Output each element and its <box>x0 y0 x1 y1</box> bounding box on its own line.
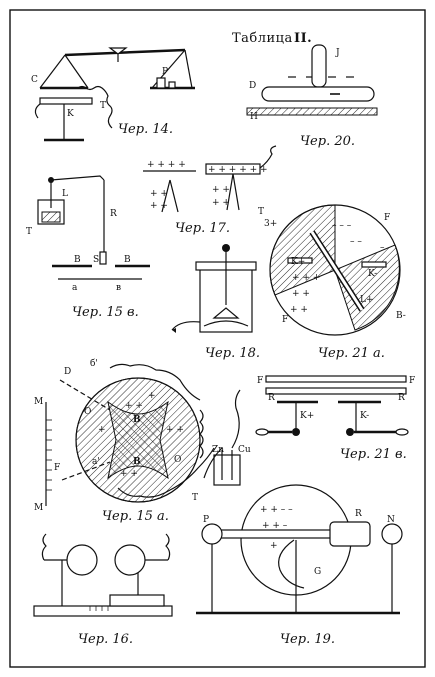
label-h: H <box>250 112 258 122</box>
svg-text:–: – <box>380 243 385 253</box>
label-b-prime: б' <box>90 358 98 369</box>
title-number: II. <box>294 31 312 46</box>
label-d: D <box>249 81 256 91</box>
figure-14-caption: Чер. 14. <box>118 122 173 137</box>
figure-17-caption: Чер. 17. <box>175 221 230 236</box>
label-g: G <box>314 567 321 577</box>
label-m-bottom: M <box>34 503 43 513</box>
svg-text:+ + – –: + + – – <box>260 505 293 515</box>
label-d: D <box>64 367 71 377</box>
svg-text:+: + <box>270 541 278 551</box>
label-n: N <box>387 515 395 525</box>
label-p: P <box>162 67 168 77</box>
label-m-top: M <box>34 397 43 407</box>
figure-19: + + – – + + – + P N R G Чер. 19. <box>196 484 403 647</box>
label-k: K <box>67 109 74 119</box>
label-p: P <box>203 515 209 525</box>
figure-21b: F F R R K+ K- Чер. 21 в. <box>255 375 415 462</box>
label-r: R <box>355 509 362 519</box>
svg-text:+: + <box>98 425 106 435</box>
label-f-right: F <box>409 376 415 386</box>
label-t: T <box>26 227 32 237</box>
svg-text:+ +: + + <box>150 201 168 211</box>
label-l-plus: L+ <box>360 295 374 305</box>
label-f: F <box>54 463 60 473</box>
label-s: S <box>93 255 99 265</box>
label-k-minus: K- <box>368 269 377 279</box>
svg-text:+ +: + + <box>166 425 184 435</box>
label-j: J <box>335 48 340 58</box>
plate-frame <box>9 9 426 668</box>
figure-18-caption: Чер. 18. <box>205 346 260 361</box>
figure-17: + + + + + + + + + + + + + + + + + + T Че… <box>143 145 277 236</box>
svg-text:+ +: + + <box>212 185 230 195</box>
label-t: T <box>100 101 106 111</box>
svg-text:+ + –: + + – <box>262 521 288 531</box>
label-l: L <box>62 189 68 199</box>
label-k-plus: K+ <box>300 411 314 421</box>
figure-18: Чер. 18. <box>171 244 260 361</box>
figure-15a-caption: Чер. 15 а. <box>102 509 169 524</box>
label-r: R <box>110 209 117 219</box>
label-f-top: F <box>384 213 390 223</box>
figure-15a: + + + + + + + + D б' M M O B B O F a' T … <box>34 358 251 524</box>
svg-text:+ +: + + <box>150 189 168 199</box>
figure-16: Чер. 16. <box>33 533 173 647</box>
label-a-prime: a' <box>92 457 100 467</box>
label-t: T <box>192 493 198 503</box>
label-b-upper: B <box>133 415 141 425</box>
title-word: Таблица <box>232 31 293 46</box>
label-r-right: R <box>398 393 405 403</box>
svg-text:+ + + + + +: + + + + + + <box>208 165 268 175</box>
svg-text:+ + +: + + + <box>292 273 320 283</box>
label-zn: Zn <box>212 445 224 455</box>
figure-21b-caption: Чер. 21 в. <box>340 447 407 462</box>
plate-title: Таблица II. <box>232 31 312 46</box>
figure-20-caption: Чер. 20. <box>300 134 355 149</box>
figure-21a: + + + + + + + – – – – – – 3+ F K+ K- L+ … <box>264 204 406 361</box>
label-b-right: B <box>124 255 131 265</box>
label-cu: Cu <box>238 445 251 455</box>
label-b-minus: B- <box>396 311 406 321</box>
label-b-left: B <box>74 255 81 265</box>
label-a: a <box>72 283 78 293</box>
label-o-right: O <box>174 455 181 465</box>
label-v: в <box>116 283 121 293</box>
label-f-bottom: F <box>282 315 288 325</box>
label-3-plus: 3+ <box>264 219 277 229</box>
svg-text:– –: – – <box>350 237 362 247</box>
label-f-left: F <box>257 376 263 386</box>
svg-text:+ +: + + <box>292 289 310 299</box>
label-c: C <box>31 75 38 85</box>
svg-text:+ +: + + <box>290 305 308 315</box>
figure-20: J D H Чер. 20. <box>246 44 378 149</box>
figure-14: C P K T Чер. 14. <box>31 47 195 142</box>
svg-text:+ +: + + <box>120 469 138 479</box>
label-o-left: O <box>84 407 91 417</box>
svg-text:+ +: + + <box>125 401 143 411</box>
label-k-plus: K+ <box>291 257 305 267</box>
figure-15b: L T R S B B a в Чер. 15 в. <box>26 175 150 320</box>
svg-text:+ + + +: + + + + <box>147 160 186 170</box>
figure-16-caption: Чер. 16. <box>78 632 133 647</box>
figure-21a-caption: Чер. 21 а. <box>318 346 385 361</box>
svg-text:+: + <box>148 391 156 401</box>
label-b-lower: B <box>133 457 141 467</box>
label-k-minus: K- <box>360 411 369 421</box>
figure-19-caption: Чер. 19. <box>280 632 335 647</box>
label-r-left: R <box>268 393 275 403</box>
svg-text:– – –: – – – <box>332 221 352 231</box>
label-t: T <box>258 207 264 217</box>
figure-15b-caption: Чер. 15 в. <box>72 305 139 320</box>
svg-text:+ +: + + <box>212 198 230 208</box>
